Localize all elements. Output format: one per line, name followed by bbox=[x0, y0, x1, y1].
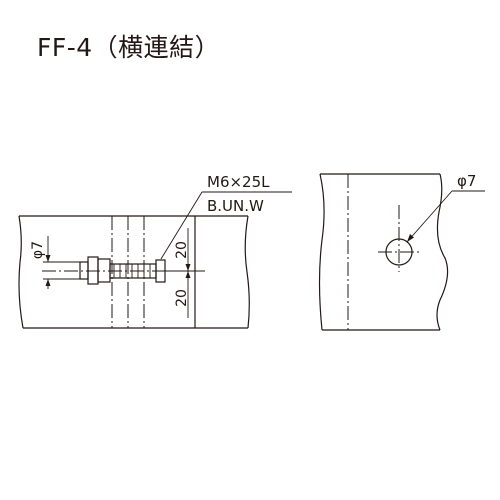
front-right-break bbox=[436, 173, 449, 331]
front-view: φ7 bbox=[318, 172, 485, 331]
right-break-line bbox=[244, 215, 250, 329]
left-break-line bbox=[18, 215, 24, 329]
hole-leader-line bbox=[406, 190, 453, 243]
bolt-leader-line bbox=[160, 191, 203, 260]
offset-bottom-label: 20 bbox=[174, 289, 190, 307]
side-view: φ7 20 20 M6×25L B.UN.W bbox=[18, 173, 292, 329]
bolt-size-label: M6×25L bbox=[207, 173, 270, 191]
front-left-break bbox=[318, 173, 325, 331]
offset-top-label: 20 bbox=[174, 241, 190, 259]
page-title: FF-4（横連結） bbox=[37, 33, 221, 62]
bolt-type-label: B.UN.W bbox=[207, 197, 264, 215]
left-hole-diameter-label: φ7 bbox=[30, 241, 46, 259]
right-hole-diameter-label: φ7 bbox=[457, 172, 476, 190]
